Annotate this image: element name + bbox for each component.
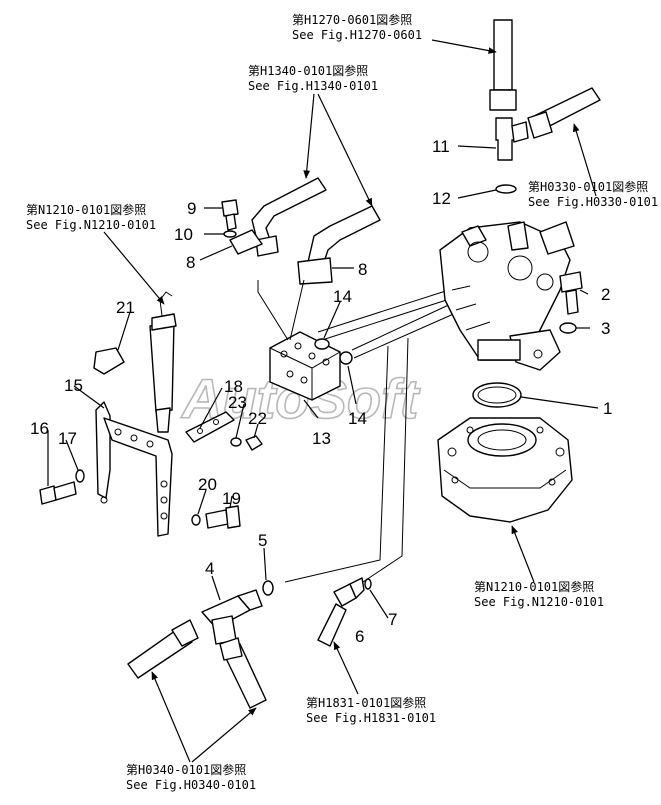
bolt-16: [39, 481, 77, 505]
tube-left-8: [229, 177, 327, 257]
elbow-6: [333, 577, 365, 607]
part-number-4: 4: [205, 559, 214, 578]
part-number-15: 15: [64, 376, 83, 395]
tube-right-8: [297, 205, 381, 285]
part-number-10: 10: [174, 225, 193, 244]
callout-h1270-jp: 第H1270-0601図参照: [292, 12, 412, 27]
callout-h1831-en: See Fig.H1831-0101: [306, 711, 436, 725]
washer-10: [223, 230, 237, 238]
part-number-2: 2: [601, 285, 610, 304]
part-number-9: 9: [187, 199, 196, 218]
callout-n1210-right-jp: 第N1210-0101図参照: [474, 579, 594, 594]
part-number-21: 21: [116, 298, 135, 317]
bar-18: [185, 411, 235, 443]
o-ring-5: [262, 580, 274, 596]
part-number-5: 5: [258, 531, 267, 550]
callout-h0340-en: See Fig.H0340-0101: [126, 778, 256, 792]
callout-n1210-left-jp: 第N1210-0101図参照: [26, 202, 146, 217]
clip-hose: [93, 347, 125, 375]
tee-fitting-4: [201, 589, 263, 645]
fitting-11: [495, 117, 529, 161]
part-number-16: 16: [30, 419, 49, 438]
part-number-7: 7: [388, 610, 397, 629]
callout-h0340-jp: 第H0340-0101図参照: [126, 762, 246, 777]
part-number-1: 1: [603, 399, 612, 418]
o-ring-12: [495, 184, 517, 194]
callout-h0330: 第H0330-0101図参照 See Fig.H0330-0101: [528, 179, 658, 209]
part-number-22: 22: [248, 409, 267, 428]
tube-upper: [317, 287, 460, 341]
hose-top-right: [527, 87, 601, 139]
callout-h0340: 第H0340-0101図参照 See Fig.H0340-0101: [126, 762, 256, 792]
bracket-15: [95, 401, 173, 537]
flange-housing: [437, 417, 573, 523]
bolt-2: [559, 271, 583, 315]
hose-6: [317, 603, 347, 647]
pipe-top: [489, 19, 517, 111]
bolt-9: [221, 199, 239, 231]
part-number-23: 23: [228, 393, 247, 412]
hose-lower-left: [127, 619, 199, 679]
tube-connection-lines: [257, 279, 305, 341]
callout-h1340-en: See Fig.H1340-0101: [248, 79, 378, 93]
part-number-labels: 1 2 3 4 5 6 7 8 8 9 10 11 12 13 14 14 15…: [30, 137, 612, 646]
callout-h1340: 第H1340-0101図参照 See Fig.H1340-0101: [248, 63, 378, 93]
callout-n1210-left: 第N1210-0101図参照 See Fig.N1210-0101: [26, 202, 156, 232]
nut-22: [245, 435, 263, 451]
part-number-17: 17: [58, 429, 77, 448]
part-number-12: 12: [432, 189, 451, 208]
tube-leader-7: [359, 337, 409, 585]
callout-h0330-jp: 第H0330-0101図参照: [528, 179, 648, 194]
part-number-14-lower: 14: [348, 409, 367, 428]
callout-h0330-en: See Fig.H0330-0101: [528, 195, 658, 209]
part-number-14-upper: 14: [333, 287, 352, 306]
part-number-20: 20: [198, 475, 217, 494]
part-number-3: 3: [601, 319, 610, 338]
part-number-19: 19: [222, 489, 241, 508]
washer-20: [191, 514, 201, 526]
callout-h1340-jp: 第H1340-0101図参照: [248, 63, 368, 78]
callout-n1210-right: 第N1210-0101図参照 See Fig.N1210-0101: [474, 579, 604, 609]
washer-17: [75, 469, 85, 483]
part-number-6: 6: [355, 627, 364, 646]
tube-leader-5: [284, 345, 389, 583]
part-number-18: 18: [224, 377, 243, 396]
callout-n1210-left-en: See Fig.N1210-0101: [26, 218, 156, 232]
part-number-8-right: 8: [358, 260, 367, 279]
part-number-8-left: 8: [186, 253, 195, 272]
tube-lower: [351, 301, 459, 359]
o-ring-7: [364, 578, 372, 590]
callout-n1210-right-en: See Fig.N1210-0101: [474, 595, 604, 609]
leader-lines: [47, 39, 599, 763]
washer-3: [559, 322, 577, 334]
callout-h1270-en: See Fig.H1270-0601: [292, 28, 422, 42]
part-number-11: 11: [432, 137, 450, 156]
washer-23: [230, 437, 242, 447]
o-ring-14a: [314, 338, 330, 350]
hose-lower-right: [219, 637, 267, 709]
callout-h1831-jp: 第H1831-0101図参照: [306, 695, 426, 710]
part-number-13: 13: [312, 429, 331, 448]
pump-assembly: [439, 221, 575, 371]
callout-h1270: 第H1270-0601図参照 See Fig.H1270-0601: [292, 12, 422, 42]
callout-h1831: 第H1831-0101図参照 See Fig.H1831-0101: [306, 695, 436, 725]
o-ring-14b: [339, 351, 353, 365]
bolt-19: [205, 505, 241, 529]
cylinder-21: [149, 291, 177, 433]
